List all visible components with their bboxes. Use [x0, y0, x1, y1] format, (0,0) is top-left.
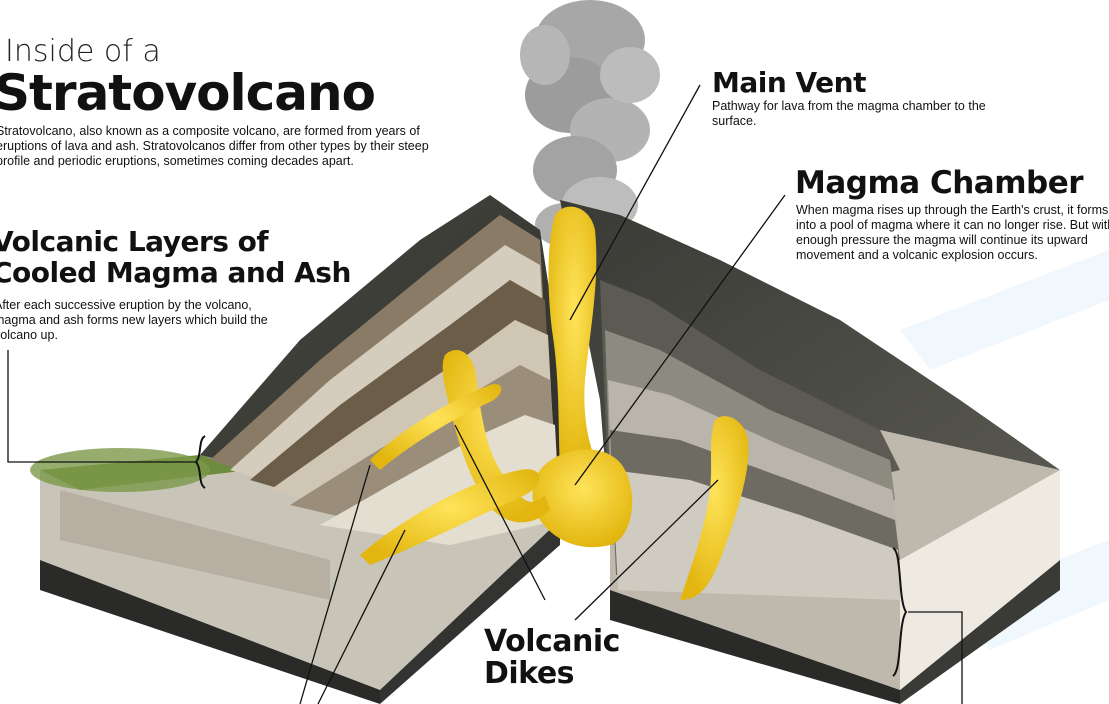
main-vent-heading: Main Vent: [712, 66, 866, 99]
layers-description: After each successive eruption by the vo…: [0, 298, 294, 343]
title-line-2: Stratovolcano: [0, 64, 375, 122]
vegetation-patch: [30, 448, 210, 492]
main-vent-description: Pathway for lava from the magma chamber …: [712, 99, 1012, 129]
volcanic-dikes-heading: Volcanic Dikes: [484, 626, 644, 690]
magma-chamber-heading: Magma Chamber: [795, 165, 1083, 201]
intro-paragraph: Stratovolcano, also known as a composite…: [0, 124, 436, 169]
magma-chamber-description: When magma rises up through the Earth's …: [796, 203, 1109, 263]
layers-heading: Volcanic Layers of Cooled Magma and Ash: [0, 226, 352, 288]
